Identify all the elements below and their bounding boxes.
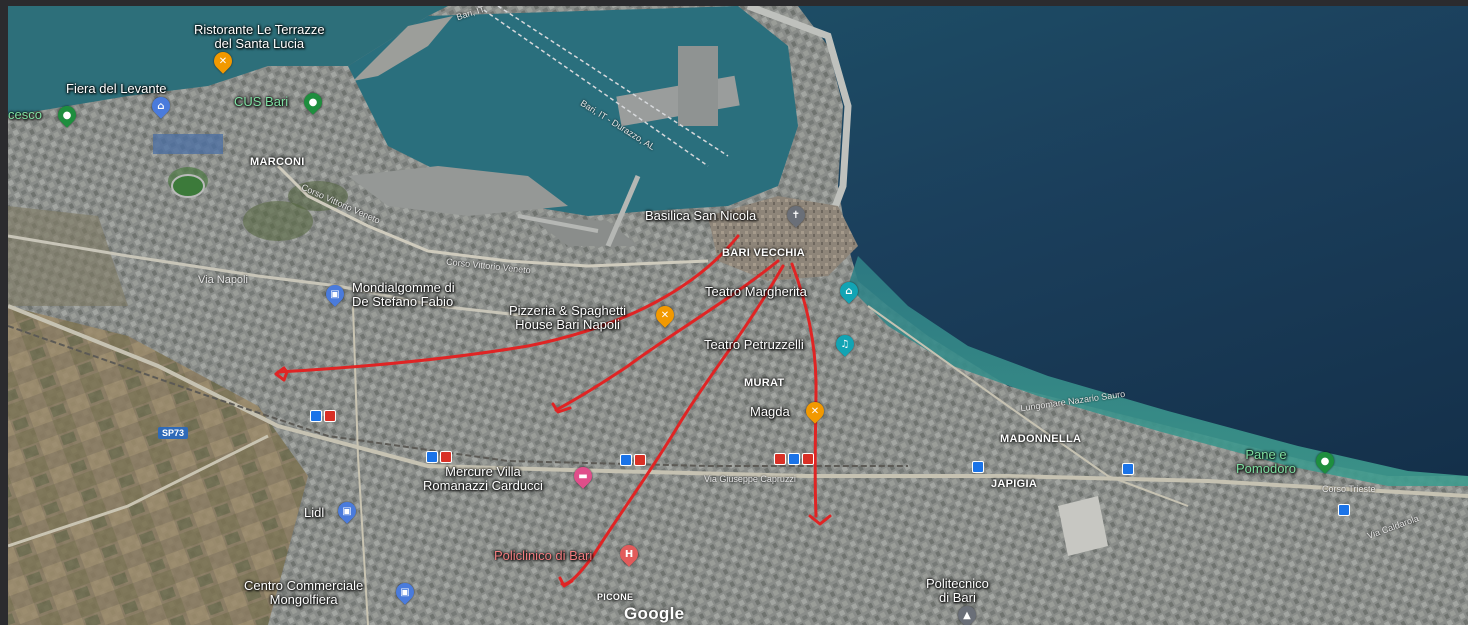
google-logo: Google [624, 604, 685, 623]
fork-knife-icon: ✕ [810, 405, 820, 417]
restaurant-pin[interactable]: ✕ [652, 302, 678, 328]
fork-knife-icon: ✕ [218, 55, 228, 67]
hotel-pin[interactable]: ▬ [570, 463, 596, 489]
transit-icon[interactable] [972, 461, 984, 473]
arrow-head-south [558, 576, 574, 588]
transit-icon[interactable] [802, 453, 814, 465]
restaurant-pin[interactable]: ✕ [802, 398, 828, 424]
graduation-cap-icon: ▲ [963, 609, 971, 621]
road-shield-sp73: SP73 [158, 427, 189, 439]
transit-icon[interactable] [620, 454, 632, 466]
shopping-pin[interactable]: ▣ [334, 498, 360, 524]
arrow-to-south [560, 264, 785, 586]
road-corso-trieste: Corso Trieste [1322, 484, 1376, 494]
arrow-to-southeast [790, 262, 818, 518]
transit-icon[interactable] [440, 451, 452, 463]
shopping-pin[interactable]: ▣ [322, 281, 348, 307]
museum-icon: ⌂ [845, 285, 853, 297]
education-pin[interactable]: ▲ [954, 602, 980, 625]
church-pin[interactable]: ✝ [783, 202, 809, 228]
hospital-icon: H [624, 548, 634, 560]
arrow-head-west [274, 366, 289, 382]
museum-icon: ⌂ [157, 100, 165, 112]
cart-icon: ▣ [342, 505, 352, 517]
theater-pin[interactable]: ⌂ [836, 278, 862, 304]
arrow-to-southwest [554, 259, 780, 412]
bed-icon: ▬ [578, 470, 588, 482]
leaf-icon: ● [308, 96, 318, 108]
transit-icon[interactable] [426, 451, 438, 463]
transit-icon[interactable] [324, 410, 336, 422]
museum-pin[interactable]: ⌂ [148, 93, 174, 119]
transit-icon[interactable] [1338, 504, 1350, 516]
transit-icon[interactable] [1122, 463, 1134, 475]
beach-pin[interactable]: ● [1312, 448, 1338, 474]
park-pin[interactable]: ● [300, 89, 326, 115]
arrow-head-southwest [551, 402, 572, 414]
music-note-icon: ♫ [840, 338, 850, 350]
transit-icon[interactable] [788, 453, 800, 465]
road-via-napoli: Via Napoli [198, 274, 248, 286]
road-via-giuseppe: Via Giuseppe Capruzzi [704, 474, 796, 484]
shopping-pin[interactable]: ▣ [392, 579, 418, 605]
annotation-layer [274, 234, 832, 588]
shop-pin[interactable]: ● [54, 102, 80, 128]
fork-knife-icon: ✕ [660, 309, 670, 321]
umbrella-icon: ● [1320, 455, 1330, 467]
arrow-head-southeast [808, 514, 832, 526]
cart-icon: ▣ [330, 288, 340, 300]
transit-icon[interactable] [774, 453, 786, 465]
restaurant-pin[interactable]: ✕ [210, 48, 236, 74]
music-pin[interactable]: ♫ [832, 331, 858, 357]
cart-icon: ▣ [400, 586, 410, 598]
transit-icon[interactable] [310, 410, 322, 422]
cross-icon: ✝ [791, 209, 801, 221]
arrow-to-west [276, 234, 740, 374]
hospital-pin[interactable]: H [616, 541, 642, 567]
tag-icon: ● [62, 109, 72, 121]
transit-icon[interactable] [634, 454, 646, 466]
